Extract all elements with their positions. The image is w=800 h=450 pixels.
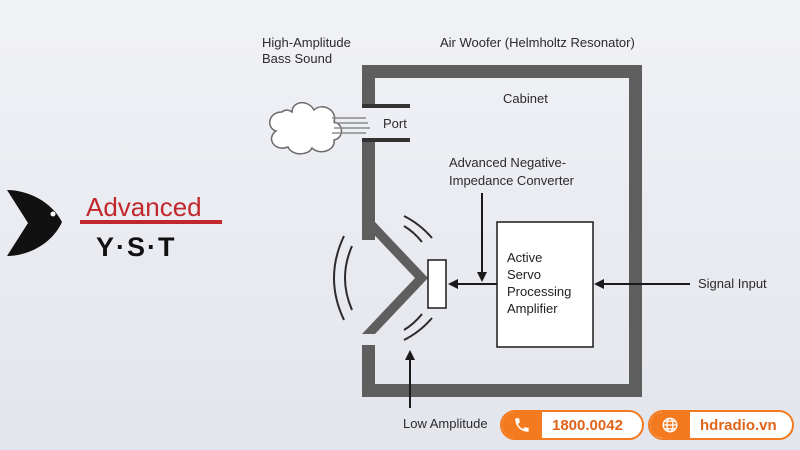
amplifier-label-line2: Servo [507,267,541,282]
low-amplitude-label: Low Amplitude [403,416,488,431]
signal-arrows [405,193,690,408]
yst-logo-mark [7,190,62,256]
sound-waves [333,215,433,341]
cabinet-bottom-wall [362,384,642,397]
logo-sub: Y·S·T [96,232,177,262]
logo-red-bar [80,220,222,224]
port-upper-wall [362,104,410,108]
phone-icon [502,412,542,438]
phone-number: 1800.0042 [552,416,623,434]
speaker-cone [362,222,447,334]
converter-label-line1: Advanced Negative- [449,155,566,170]
amplifier-box [496,221,594,348]
amplifier-label-line3: Processing [507,284,571,299]
signal-input-label: Signal Input [698,276,767,291]
cabinet-left-wall-middle [362,140,375,240]
website-url: hdradio.vn [700,416,777,434]
cabinet-left-wall-upper [362,65,375,105]
port [362,104,410,142]
bass-label-line2: Bass Sound [262,51,332,66]
amplifier-label-line1: Active [507,250,542,265]
bass-label-line1: High-Amplitude [262,35,351,50]
globe-icon [650,412,690,438]
website-pill[interactable]: hdradio.vn [648,410,794,440]
port-label: Port [383,116,407,131]
amplifier-label-line4: Amplifier [507,301,558,316]
yst-logo: Advanced Y·S·T [7,190,222,262]
phone-pill[interactable]: 1800.0042 [500,410,644,440]
diagram-title: Air Woofer (Helmholtz Resonator) [440,35,635,50]
cabinet-label: Cabinet [503,91,548,106]
converter-label-line2: Impedance Converter [449,173,575,188]
port-lower-wall [362,138,410,142]
logo-word: Advanced [86,192,202,222]
voice-coil [427,259,447,309]
cabinet-top-wall [362,65,642,78]
cabinet [362,65,642,397]
bass-sound-cloud [269,102,370,155]
cabinet-left-wall-lower [362,345,375,397]
cabinet-right-wall [629,65,642,397]
yst-logo-eye [50,211,56,217]
